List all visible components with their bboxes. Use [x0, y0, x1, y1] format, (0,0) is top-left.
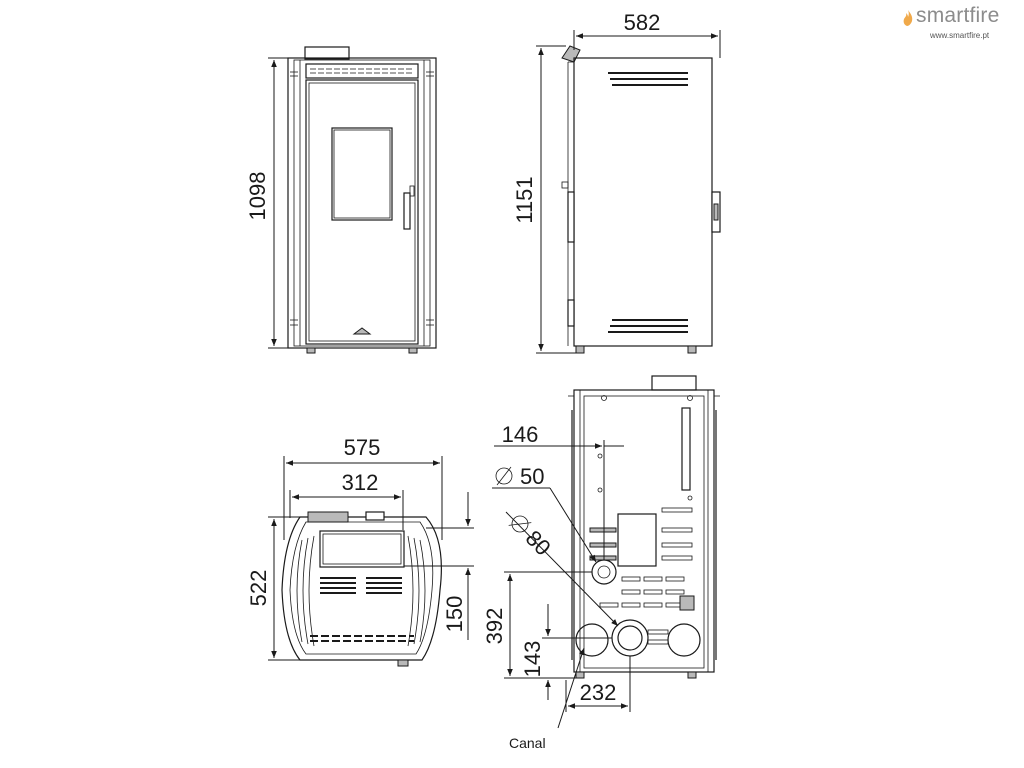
dim-top-width: 575 — [344, 435, 381, 460]
top-grille — [310, 577, 414, 642]
dim-rear-large-diameter: 80 — [521, 525, 556, 560]
brand-url: www.smartfire.pt — [930, 31, 990, 40]
dim-rear-small-diameter: 50 — [520, 464, 544, 489]
brand-logo: smartfire www.smartfire.pt — [900, 4, 1018, 44]
rear-view: 146 50 80 392 143 232 Canal — [482, 375, 720, 751]
front-view: 1098 — [245, 46, 437, 354]
dim-front-height: 1098 — [245, 172, 270, 221]
flame-icon — [903, 10, 913, 26]
dim-side-depth: 582 — [624, 10, 661, 35]
dim-rear-height-outlet: 392 — [482, 608, 507, 645]
top-view: 575 312 522 150 — [246, 435, 474, 667]
dim-rear-canal-offset: 232 — [580, 680, 617, 705]
dim-top-inner-width: 312 — [342, 470, 379, 495]
dim-rear-height-canal: 143 — [520, 641, 545, 678]
dim-top-offset: 150 — [442, 596, 467, 633]
brand-name: smartfire — [916, 4, 1000, 27]
dim-rear-offset-x: 146 — [502, 422, 539, 447]
label-canal: Canal — [509, 735, 546, 751]
side-view: 582 1151 — [512, 10, 721, 354]
dim-top-depth: 522 — [246, 570, 271, 607]
dim-side-height: 1151 — [512, 176, 537, 223]
